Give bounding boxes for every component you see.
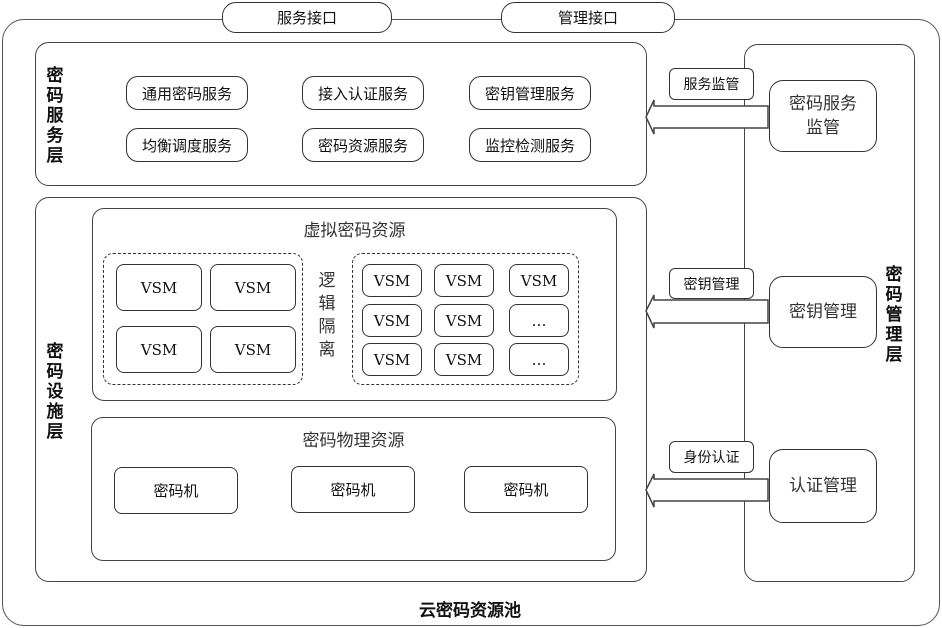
vsm-node[interactable]: VSM bbox=[362, 264, 422, 297]
vsm-node[interactable]: VSM bbox=[116, 264, 202, 311]
vsm-node[interactable]: VSM bbox=[509, 264, 569, 297]
vsm-node[interactable]: VSM bbox=[362, 343, 422, 376]
mgmt-layer-label: 密码管理层 bbox=[885, 265, 903, 365]
service-monitoring[interactable]: 监控检测服务 bbox=[469, 128, 591, 162]
flow-tag-identity-auth: 身份认证 bbox=[669, 441, 754, 473]
crypto-machine[interactable]: 密码机 bbox=[464, 466, 588, 513]
vsm-more-placeholder: … bbox=[509, 304, 569, 337]
service-load-balancing[interactable]: 均衡调度服务 bbox=[126, 128, 248, 162]
flow-arrow-shape bbox=[645, 473, 769, 508]
flow-arrow-shape bbox=[645, 294, 769, 329]
virtual-resources-title: 虚拟密码资源 bbox=[303, 221, 406, 241]
crypto-machine[interactable]: 密码机 bbox=[114, 467, 238, 514]
vsm-node[interactable]: VSM bbox=[116, 326, 202, 373]
flow-arrow-shape bbox=[645, 99, 769, 135]
service-key-management[interactable]: 密钥管理服务 bbox=[469, 76, 591, 110]
vsm-node[interactable]: VSM bbox=[434, 304, 494, 337]
service-access-auth[interactable]: 接入认证服务 bbox=[302, 76, 424, 110]
vsm-node[interactable]: VSM bbox=[362, 304, 422, 337]
crypto-machine[interactable]: 密码机 bbox=[291, 466, 415, 513]
mgmt-module-key-management[interactable]: 密钥管理 bbox=[769, 276, 877, 348]
mgmt-module-auth-management[interactable]: 认证管理 bbox=[769, 449, 877, 523]
vsm-node[interactable]: VSM bbox=[210, 264, 296, 311]
service-interface[interactable]: 服务接口 bbox=[222, 2, 392, 33]
pool-title: 云密码资源池 bbox=[419, 601, 521, 621]
logical-isolation-label: 逻辑隔离 bbox=[318, 271, 336, 360]
vsm-node[interactable]: VSM bbox=[210, 326, 296, 373]
vsm-node[interactable]: VSM bbox=[434, 264, 494, 297]
flow-tag-service-monitoring: 服务监管 bbox=[669, 68, 754, 100]
service-layer-label: 密码服务层 bbox=[46, 66, 64, 166]
vsm-more-placeholder: … bbox=[509, 343, 569, 376]
management-interface[interactable]: 管理接口 bbox=[501, 2, 675, 33]
service-crypto-resource[interactable]: 密码资源服务 bbox=[302, 128, 424, 162]
mgmt-module-service-supervision[interactable]: 密码服务监管 bbox=[769, 80, 877, 152]
physical-resources-title: 密码物理资源 bbox=[302, 431, 405, 451]
crypto-service-layer bbox=[35, 42, 647, 186]
flow-tag-key-management: 密钥管理 bbox=[669, 268, 754, 299]
vsm-node[interactable]: VSM bbox=[434, 343, 494, 376]
vsm-group-right bbox=[352, 253, 579, 385]
service-general-crypto[interactable]: 通用密码服务 bbox=[126, 76, 248, 110]
vsm-group-left bbox=[103, 253, 303, 385]
infra-layer-label: 密码设施层 bbox=[46, 342, 64, 442]
